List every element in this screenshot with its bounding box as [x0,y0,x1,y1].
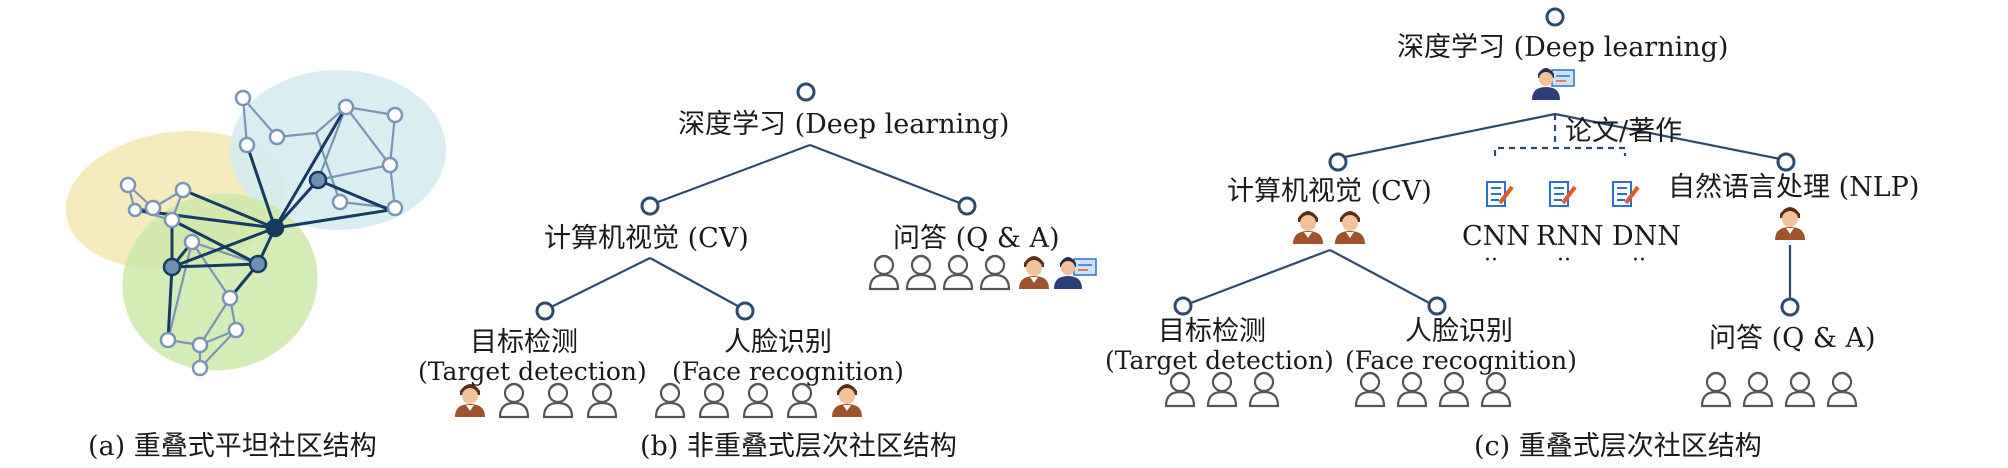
node-c-face [1427,296,1447,316]
person-icon [786,382,818,419]
presenter-icon [1531,67,1575,101]
node-b-face [735,301,755,321]
person-icon [1826,371,1858,408]
network-nodes [119,89,404,377]
panel-b-people-face [654,382,862,419]
node-c-cv [1328,152,1348,172]
label-c-dnn: DNN [1612,221,1681,252]
label-c-qa: 问答 (Q & A) [1709,323,1875,354]
label-b-qa: 问答 (Q & A) [893,223,1059,254]
person-dark-icon [455,384,485,417]
label-c-face-en: (Face recognition) [1345,346,1577,375]
person-dark-icon [1335,211,1365,244]
person-dark-icon [1019,256,1049,289]
caption-a: (a) 重叠式平坦社区结构 [88,431,377,462]
label-b-target-cn: 目标检测 [470,327,578,358]
label-b-face-cn: 人脸识别 [724,327,832,358]
label-c-face-cn: 人脸识别 [1405,316,1513,347]
caption-b: (b) 非重叠式层次社区结构 [640,431,957,462]
panel-b-tree [535,82,977,321]
label-c-rnn: RNN [1536,221,1604,252]
person-icon [905,254,937,291]
person-icon [1784,371,1816,408]
person-icon [979,254,1011,291]
person-icon [1700,371,1732,408]
label-c-papers: 论文/著作 [1565,116,1682,147]
person-icon [1396,371,1428,408]
person-icon [654,382,686,419]
person-icon [1206,371,1238,408]
panel-b-people-target [455,382,618,419]
node-b-cv [640,196,660,216]
presenter-icon [1053,256,1097,290]
person-icon [1480,371,1512,408]
node-c-root [1545,7,1565,27]
node-b-qa [957,196,977,216]
label-b-root: 深度学习 (Deep learning) [678,109,1009,140]
person-icon [698,382,730,419]
person-icon [942,254,974,291]
caption-c: (c) 重叠式层次社区结构 [1474,431,1762,462]
panel-a-network [65,70,446,377]
label-b-face-en: (Face recognition) [672,357,904,386]
label-c-root: 深度学习 (Deep learning) [1397,32,1728,63]
person-icon [542,382,574,419]
label-c-dots-2: ·· [1557,248,1571,273]
paper-icon [1548,180,1577,208]
panel-c-tree [1173,7,1800,317]
label-c-dots-1: ·· [1484,248,1498,273]
person-icon [1164,371,1196,408]
label-c-nlp: 自然语言处理 (NLP) [1668,172,1919,203]
person-icon [1742,371,1774,408]
label-c-cv: 计算机视觉 (CV) [1227,176,1432,207]
person-icon [1354,371,1386,408]
label-c-dots-3: ·· [1632,248,1646,273]
person-dark-icon [1775,207,1805,240]
person-dark-icon [832,384,862,417]
person-icon [498,382,530,419]
person-dark-icon [1293,211,1323,244]
person-icon [586,382,618,419]
node-c-nlp [1776,152,1796,172]
person-icon [868,254,900,291]
node-b-target [535,301,555,321]
panel-b-people-qa [868,254,1097,291]
paper-icon [1485,180,1514,208]
label-c-cnn: CNN [1462,221,1530,252]
person-icon [742,382,774,419]
label-b-target-en: (Target detection) [418,357,647,386]
label-c-target-cn: 目标检测 [1158,316,1266,347]
node-c-qa [1780,297,1800,317]
person-icon [1248,371,1280,408]
label-c-target-en: (Target detection) [1105,346,1334,375]
network-hub-nodes [162,170,328,277]
node-c-target [1173,296,1193,316]
label-b-cv: 计算机视觉 (CV) [544,223,749,254]
paper-icon [1611,180,1640,208]
node-b-root [796,82,816,102]
person-icon [1438,371,1470,408]
